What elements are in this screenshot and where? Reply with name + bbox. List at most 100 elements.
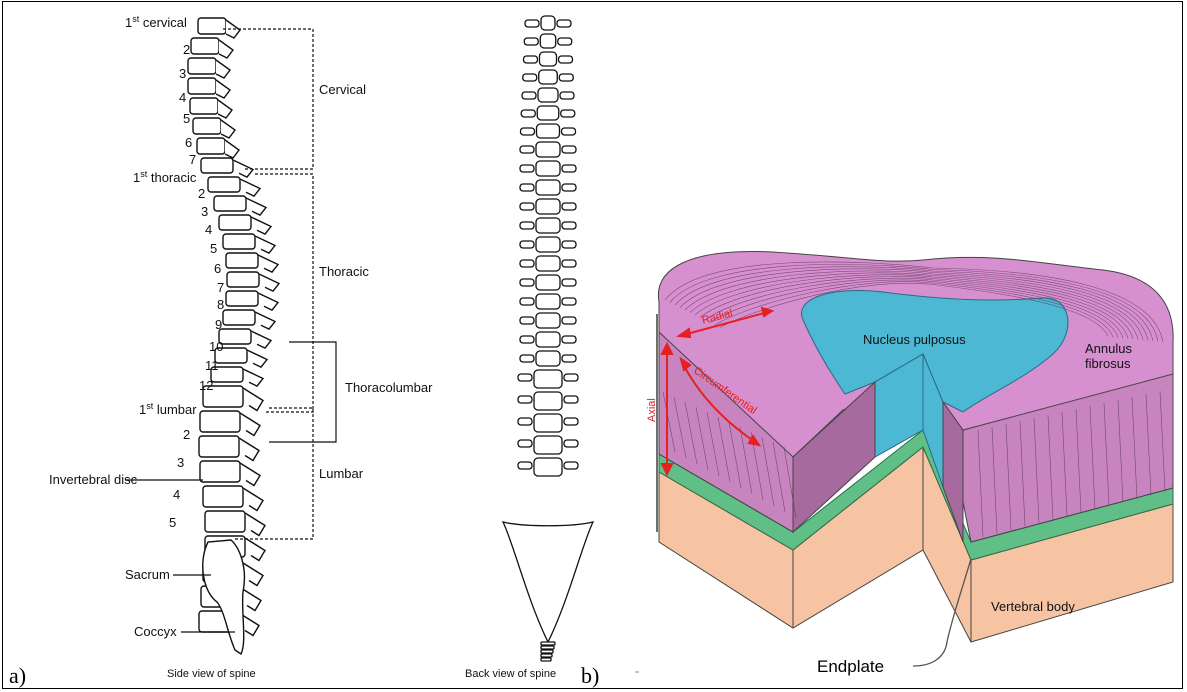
back-transverse-process [525,20,539,27]
lumbar-vertebra-number: 4 [173,487,180,502]
back-vertebra [538,88,558,102]
label-disc: Invertebral disc [49,472,138,487]
side-vertebral-body [226,253,258,268]
bracket-thoracolumbar [269,342,336,442]
back-vertebra [536,237,560,252]
side-spinous-process [258,293,278,310]
side-vertebral-body [214,196,246,211]
back-transverse-process [521,110,535,117]
back-transverse-process [518,418,532,425]
back-transverse-process [522,92,536,99]
back-transverse-process [560,92,574,99]
label-first-lumbar: 1st lumbar [139,401,197,417]
back-transverse-process [564,440,578,447]
side-vertebral-body [197,138,225,154]
back-coccyx-segment [541,650,553,653]
side-vertebral-body [205,511,245,532]
side-spinous-process [240,413,260,436]
back-transverse-process [562,241,576,248]
back-vertebra [534,392,562,410]
back-transverse-process [562,146,576,153]
back-transverse-process [562,165,576,172]
back-transverse-process [524,56,538,63]
back-transverse-process [562,128,576,135]
side-spinous-process [241,588,261,611]
back-transverse-process [524,38,538,45]
lumbar-vertebra-number: 2 [183,427,190,442]
side-spinous-process [259,274,279,291]
thoracic-vertebra-number: 7 [217,280,224,295]
cervical-vertebra-number: 7 [189,152,196,167]
cervical-vertebra-number: 4 [179,90,186,105]
back-transverse-process [520,222,534,229]
cervical-vertebra-number: 2 [183,42,190,57]
back-transverse-process [562,336,576,343]
back-transverse-process [518,462,532,469]
side-vertebral-body [199,436,239,457]
region-cervical: Cervical [319,82,366,97]
back-transverse-process [562,298,576,305]
label-axial: Axial [646,398,658,422]
thoracic-vertebra-number: 9 [215,317,222,332]
side-spinous-process [239,438,259,461]
disc-illustration: Radial Circumferential Axial Nucleus pul… [646,251,1173,676]
back-transverse-process [561,110,575,117]
thoracic-vertebra-number: 11 [205,358,219,373]
thoracic-vertebra-number: 10 [209,339,223,354]
side-spinous-process [219,40,233,58]
lumbar-vertebra-number: 3 [177,455,184,470]
side-spinous-process [221,120,235,138]
region-thoracic: Thoracic [319,264,369,279]
thoracic-vertebra-number: 4 [205,222,212,237]
thoracic-vertebra-number: 5 [210,241,217,256]
label-sacrum: Sacrum [125,567,170,582]
side-spinous-process [216,80,230,98]
back-vertebra [536,294,560,309]
side-vertebral-body [203,486,243,507]
side-spinous-process [246,198,266,215]
back-coccyx-segment [541,654,552,657]
back-transverse-process [564,374,578,381]
back-spine-drawing [503,16,593,661]
back-transverse-process [562,355,576,362]
back-vertebra [537,124,560,138]
side-spinous-process [240,463,260,486]
back-vertebra [536,351,560,366]
back-coccyx-segment [541,658,551,661]
side-spinous-process [240,179,260,196]
region-thoracolumbar: Thoracolumbar [345,380,433,395]
back-transverse-process [558,38,572,45]
side-vertebral-body [188,58,216,74]
side-vertebral-body [219,215,251,230]
caption-back-view: Back view of spine [465,668,556,680]
side-vertebral-body [193,118,221,134]
label-first-thoracic: 1st thoracic [133,169,197,185]
side-spinous-process [251,331,271,348]
label-vertebral-body: Vertebral body [991,599,1075,614]
back-transverse-process [520,355,534,362]
back-transverse-process [520,146,534,153]
back-transverse-process [520,165,534,172]
back-transverse-process [520,241,534,248]
back-sacrum [503,522,593,642]
cervical-vertebra-number: 6 [185,135,192,150]
label-nucleus: Nucleus pulposus [863,332,966,347]
back-vertebra [536,142,560,157]
back-vertebra [536,256,560,271]
back-vertebra [541,16,555,30]
thoracic-vertebra-number: 8 [217,297,224,312]
back-transverse-process [562,279,576,286]
back-vertebra [536,161,560,176]
back-transverse-process [557,20,571,27]
region-lumbar: Lumbar [319,466,364,481]
caption-side-view: Side view of spine [167,668,256,680]
back-transverse-process [520,184,534,191]
label-annulus-2: fibrosus [1085,356,1131,371]
side-spinous-process [243,488,263,511]
label-coccyx: Coccyx [134,624,177,639]
back-transverse-process [518,396,532,403]
back-transverse-process [564,396,578,403]
back-transverse-process [562,317,576,324]
thoracic-vertebra-number: 12 [199,378,213,393]
